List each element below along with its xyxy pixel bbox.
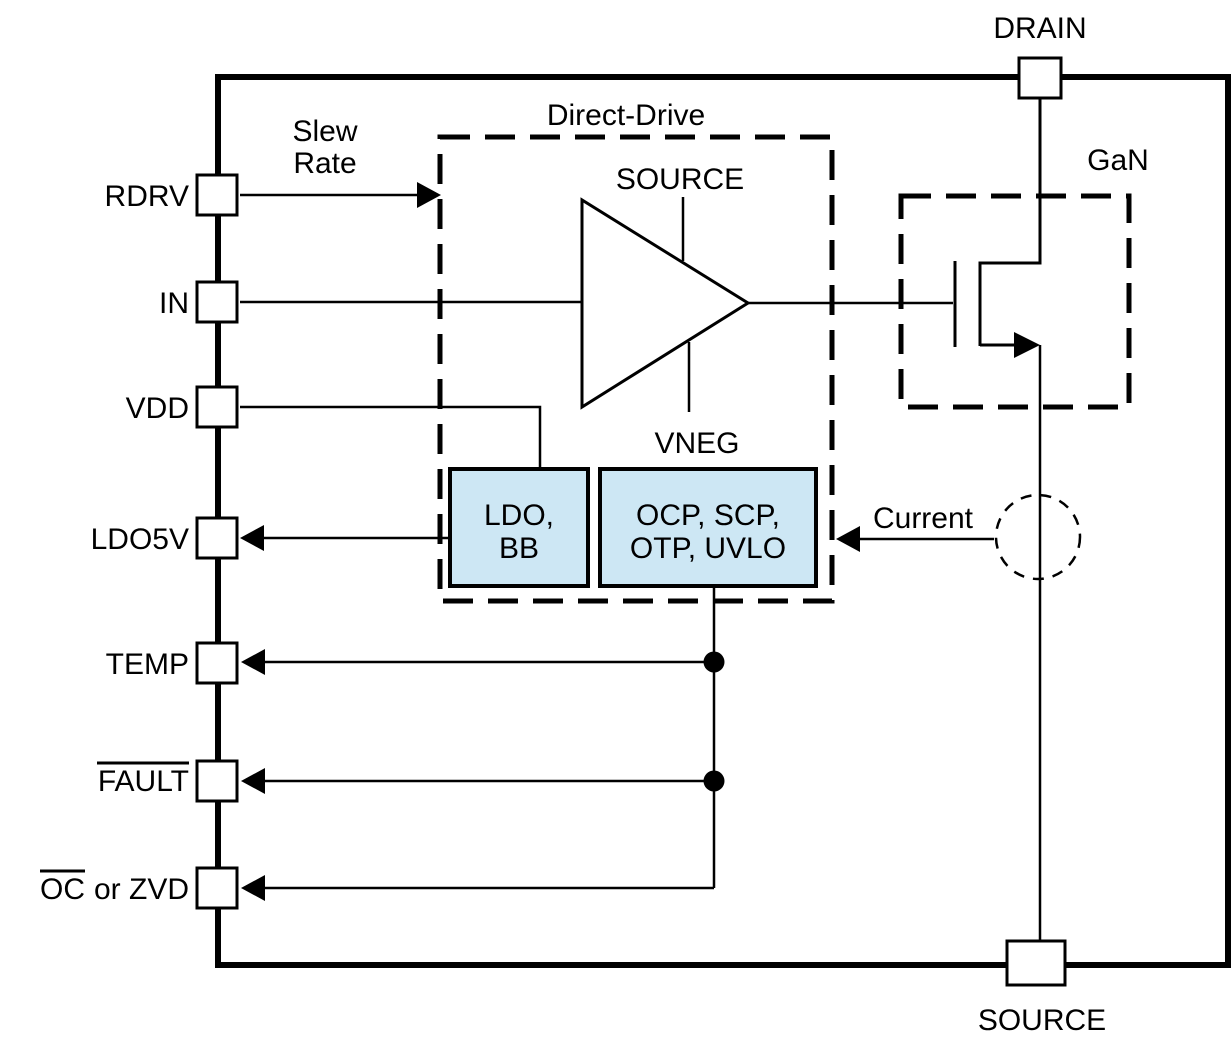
label-rdrv: RDRV — [105, 180, 189, 213]
pin-fault — [195, 759, 239, 803]
gan-box — [898, 193, 1132, 410]
labels: RDRV IN VDD LDO5V TEMP FAULT OC or ZVD D… — [40, 12, 1149, 1037]
pin-temp — [195, 641, 239, 685]
label-slew: Slew — [292, 115, 357, 148]
pin-source — [1005, 939, 1067, 987]
label-direct-drive: Direct-Drive — [547, 99, 705, 132]
label-ldo5v: LDO5V — [91, 523, 189, 556]
junction-dot-fault — [703, 770, 725, 792]
arrowhead-oc-zvd-icon — [241, 875, 265, 901]
pin-vdd — [195, 385, 239, 429]
label-drain: DRAIN — [993, 12, 1086, 45]
direct-drive-box — [437, 134, 835, 604]
pin-oc-zvd — [195, 866, 239, 910]
label-protection-line2: OTP, UVLO — [630, 532, 786, 565]
label-in: IN — [159, 287, 189, 320]
junction-dot-temp — [703, 651, 725, 673]
ldo-bb-block — [448, 467, 590, 588]
pin-in — [195, 280, 239, 324]
arrowhead-transistor-icon — [1014, 332, 1040, 358]
pin-drain — [1017, 56, 1063, 100]
pin-pads — [195, 56, 1067, 987]
arrowhead-current-icon — [836, 526, 860, 552]
wire-vdd — [240, 405, 542, 467]
pin-ldo5v — [195, 516, 239, 560]
label-amp-source: SOURCE — [616, 163, 744, 196]
label-temp: TEMP — [106, 648, 189, 681]
label-protection-line1: OCP, SCP, — [636, 499, 780, 532]
arrowhead-temp-icon — [241, 649, 265, 675]
label-amp-vneg: VNEG — [654, 427, 739, 460]
wires — [240, 98, 1082, 941]
arrowhead-fault-icon — [241, 768, 265, 794]
label-fault: FAULT — [98, 765, 189, 798]
pin-rdrv — [195, 173, 239, 217]
label-oc-suffix: or ZVD — [94, 873, 189, 906]
driver-amplifier-triangle — [580, 197, 751, 410]
current-sense-circle — [994, 493, 1082, 581]
label-rate: Rate — [293, 147, 356, 180]
wire-drain-path — [978, 98, 1042, 346]
label-ldo-line1: LDO, — [484, 499, 554, 532]
label-oc: OC — [40, 873, 85, 906]
label-vdd: VDD — [126, 392, 189, 425]
label-ldo-line2: BB — [499, 532, 539, 565]
label-gan: GaN — [1087, 144, 1149, 177]
protection-block — [598, 467, 818, 588]
label-current: Current — [873, 502, 974, 535]
label-source-pad: SOURCE — [978, 1004, 1106, 1037]
arrowhead-rdrv-icon — [417, 182, 441, 208]
arrowhead-ldo5v-icon — [240, 525, 264, 551]
